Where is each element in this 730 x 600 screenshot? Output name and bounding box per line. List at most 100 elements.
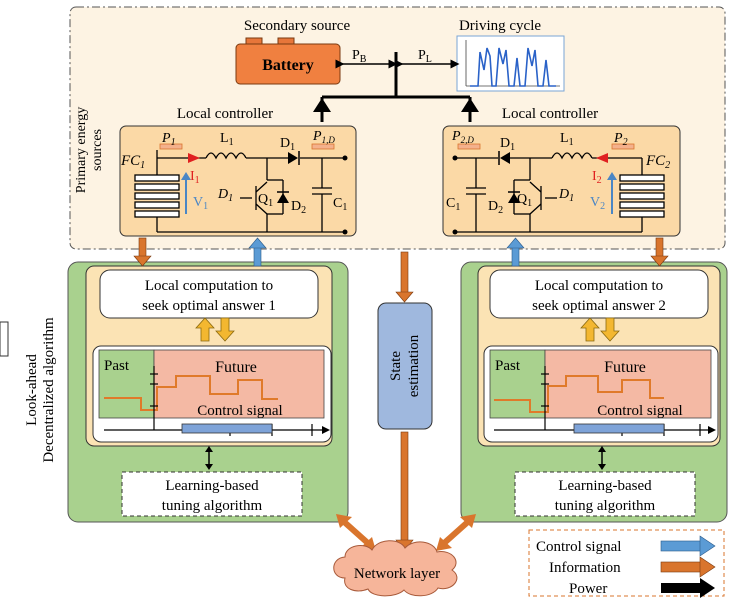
side-label-text-1: Look-ahead xyxy=(24,354,40,426)
driving-cycle-chart xyxy=(456,35,565,92)
tuning-right-text-1: Learning-based xyxy=(558,478,652,494)
past-left-area xyxy=(98,349,155,419)
legend-info-arrow xyxy=(660,556,716,578)
control-signal-left-curve xyxy=(104,375,278,411)
c1-label-right: C1 xyxy=(446,196,460,213)
v1-label: V1 xyxy=(193,195,208,212)
past-right-area xyxy=(489,349,546,419)
node-left-2 xyxy=(342,229,348,235)
node-right-1 xyxy=(452,155,458,161)
up-arrow-left xyxy=(195,317,215,342)
p1-arrow-left xyxy=(159,143,183,150)
past-right-label: Past xyxy=(495,358,521,374)
horizon-left-bar xyxy=(181,423,273,434)
info-arrow-left-down xyxy=(133,237,152,267)
switch-d1-label-right: D1 xyxy=(558,187,574,204)
tuning-right-arrow-down xyxy=(598,464,606,470)
d2-label-left: D2 xyxy=(291,199,306,216)
info-arrow-state-down xyxy=(395,251,414,303)
i2-label: I2 xyxy=(592,169,602,186)
computation-left-box xyxy=(99,269,319,319)
future-left-label: Future xyxy=(215,359,257,376)
d2-label-right: D2 xyxy=(488,199,503,216)
fc2-label: FC2 xyxy=(645,153,670,171)
l1-label-right: L1 xyxy=(560,131,574,148)
mpc-left-axis-arrow xyxy=(322,426,330,434)
computation-left-text-2: seek optimal answer 1 xyxy=(142,298,276,314)
c1-label-left: C1 xyxy=(333,196,347,213)
side-label-text-2: Decentralized algorithm xyxy=(41,317,57,463)
node-left-1 xyxy=(342,155,348,161)
up-arrow-right xyxy=(580,317,600,342)
local-controller-right-title: Local controller xyxy=(502,106,598,122)
current-arrow-right xyxy=(596,153,608,163)
diode-d1-left-symbol xyxy=(288,152,298,164)
tuning-left-arrow-up xyxy=(205,446,213,452)
converter-right-circuit xyxy=(455,152,665,233)
d1-top-label-left: D1 xyxy=(280,136,295,153)
legend-power-arrow xyxy=(661,578,715,598)
voltage-arrowhead-right xyxy=(607,172,617,180)
node-right-2 xyxy=(452,229,458,235)
state-estimation-text-1: State xyxy=(388,351,404,381)
pl-label: PL xyxy=(418,48,432,65)
p2-arrow-right xyxy=(611,143,635,150)
p1-label: P1 xyxy=(161,131,176,148)
network-layer-label: Network layer xyxy=(354,566,440,582)
control-arrow-left-up xyxy=(248,237,267,267)
pb-label: PB xyxy=(352,48,367,65)
l1-label-left: L1 xyxy=(220,131,234,148)
d1-top-label-right: D1 xyxy=(500,136,515,153)
legend-control-arrow xyxy=(660,535,716,557)
computation-right-text-1: Local computation to xyxy=(535,278,663,294)
v2-label: V2 xyxy=(590,195,605,212)
diode-d2-right-symbol xyxy=(508,193,520,203)
fc1-label: FC1 xyxy=(120,153,145,171)
tuning-right-text-2: tuning algorithm xyxy=(555,498,656,514)
primary-sources-label: Primary energy sources xyxy=(74,107,105,193)
local-controller-left-title: Local controller xyxy=(177,106,273,122)
down-arrow-right xyxy=(600,317,620,342)
tuning-left-arrow-down xyxy=(205,464,213,470)
mpc-right-axis-arrow xyxy=(708,426,716,434)
tuning-left-box xyxy=(121,471,303,517)
network-layer-cloud xyxy=(333,540,458,597)
tuning-left-text-2: tuning algorithm xyxy=(162,498,263,514)
p2-label: P2 xyxy=(613,131,628,148)
control-signal-right-label: Control signal xyxy=(597,403,682,419)
future-right-label: Future xyxy=(604,359,646,376)
power-bus xyxy=(313,52,479,122)
p2d-arrow-right xyxy=(457,143,481,150)
state-estimation-box xyxy=(377,302,433,430)
computation-right-text-2: seek optimal answer 2 xyxy=(532,298,666,314)
diode-d1-right-symbol xyxy=(500,152,510,164)
legend-info-label: Information xyxy=(549,560,621,576)
diode-d2-left-symbol xyxy=(277,193,289,203)
driving-cycle-label: Driving cycle xyxy=(459,18,541,34)
tuning-right-arrow-up xyxy=(598,446,606,452)
q1-label-left: Q1 xyxy=(258,192,273,209)
secondary-source-label: Secondary source xyxy=(244,18,351,34)
primary-sources-text-2: sources xyxy=(90,129,105,171)
computation-right-box xyxy=(489,269,709,319)
side-label: Look-ahead Decentralized algorithm xyxy=(24,317,57,463)
primary-sources-text-1: Primary energy xyxy=(74,107,89,193)
down-arrow-left xyxy=(215,317,235,342)
info-arrow-state-network xyxy=(395,431,414,552)
legend-power-label: Power xyxy=(569,581,607,597)
switch-d1-label-left: D1 xyxy=(217,187,233,204)
computation-left-text-1: Local computation to xyxy=(145,278,273,294)
current-arrow-left xyxy=(188,153,200,163)
tuning-left-text-1: Learning-based xyxy=(165,478,259,494)
tuning-right-box xyxy=(514,471,696,517)
q1-label-right: Q1 xyxy=(517,192,532,209)
info-arrow-left-network xyxy=(336,514,376,551)
control-arrow-right-up xyxy=(506,237,525,267)
p1d-arrow-left xyxy=(311,143,335,150)
battery-label: Battery xyxy=(262,57,314,74)
control-signal-right-curve xyxy=(494,375,664,413)
voltage-arrowhead-left xyxy=(181,172,191,180)
i1-label: I1 xyxy=(190,169,200,186)
p2d-label: P2,D xyxy=(451,129,474,145)
